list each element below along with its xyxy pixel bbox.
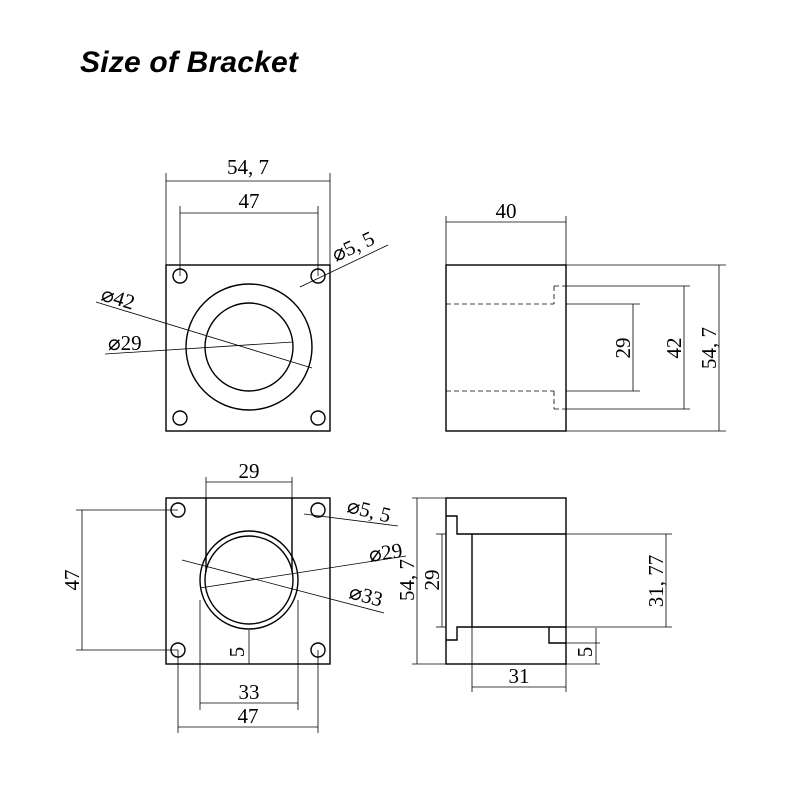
rear-leader-hole	[303, 513, 399, 527]
rear-hole-tr	[310, 502, 326, 518]
front-leader-42	[95, 301, 313, 369]
section-notch	[548, 627, 566, 644]
side-view: 40 29 42 54, 7	[445, 199, 726, 432]
rear-label-47-vertical: 47	[60, 570, 84, 591]
front-leader-hole	[299, 244, 389, 288]
section-label-29: 29	[420, 570, 444, 591]
front-label-547: 54, 7	[227, 155, 269, 179]
side-label-40: 40	[496, 199, 517, 223]
rear-leader-33	[181, 559, 385, 614]
rear-label-circle29: ⌀29	[367, 538, 404, 567]
page-title: Size of Bracket	[80, 46, 299, 79]
front-label-42: ⌀42	[99, 282, 138, 315]
front-plate-outline	[165, 264, 331, 432]
section-outline	[445, 497, 567, 665]
front-label-47: 47	[239, 189, 260, 213]
rear-label-hole: ⌀5, 5	[345, 494, 394, 528]
side-outline	[445, 264, 567, 432]
section-view: 54, 7 29 31, 77 5 31	[395, 497, 672, 692]
rear-view: 29 ⌀5, 5 ⌀29 ⌀33 47 5 33 47	[60, 459, 407, 733]
front-inner-circle	[204, 302, 294, 392]
side-label-29: 29	[611, 338, 635, 359]
section-label-5: 5	[573, 647, 597, 658]
rear-circle-29	[204, 535, 294, 625]
front-leader-29	[104, 341, 294, 355]
rear-leader-29	[199, 555, 407, 589]
front-view: 54, 7 47 ⌀5, 5 ⌀42 ⌀29	[95, 155, 389, 432]
section-label-547: 54, 7	[395, 559, 419, 601]
side-label-547: 54, 7	[697, 327, 721, 369]
section-label-31: 31	[509, 664, 530, 688]
front-label-29: ⌀29	[108, 331, 142, 355]
front-outer-circle	[185, 283, 313, 411]
front-label-hole: ⌀5, 5	[328, 226, 378, 266]
rear-label-5: 5	[225, 647, 249, 658]
rear-label-47-bottom: 47	[238, 704, 259, 728]
front-hole-bl	[172, 410, 188, 426]
rear-label-29-top: 29	[239, 459, 260, 483]
section-step-bottom	[446, 626, 472, 641]
section-label-3177: 31, 77	[644, 555, 668, 608]
rear-plate-outline	[165, 497, 331, 665]
front-hole-br	[310, 410, 326, 426]
rear-label-circle33: ⌀33	[347, 580, 386, 612]
side-label-42: 42	[662, 338, 686, 359]
rear-circle-33	[199, 530, 299, 630]
rear-label-33: 33	[239, 680, 260, 704]
section-step-top	[446, 515, 472, 535]
